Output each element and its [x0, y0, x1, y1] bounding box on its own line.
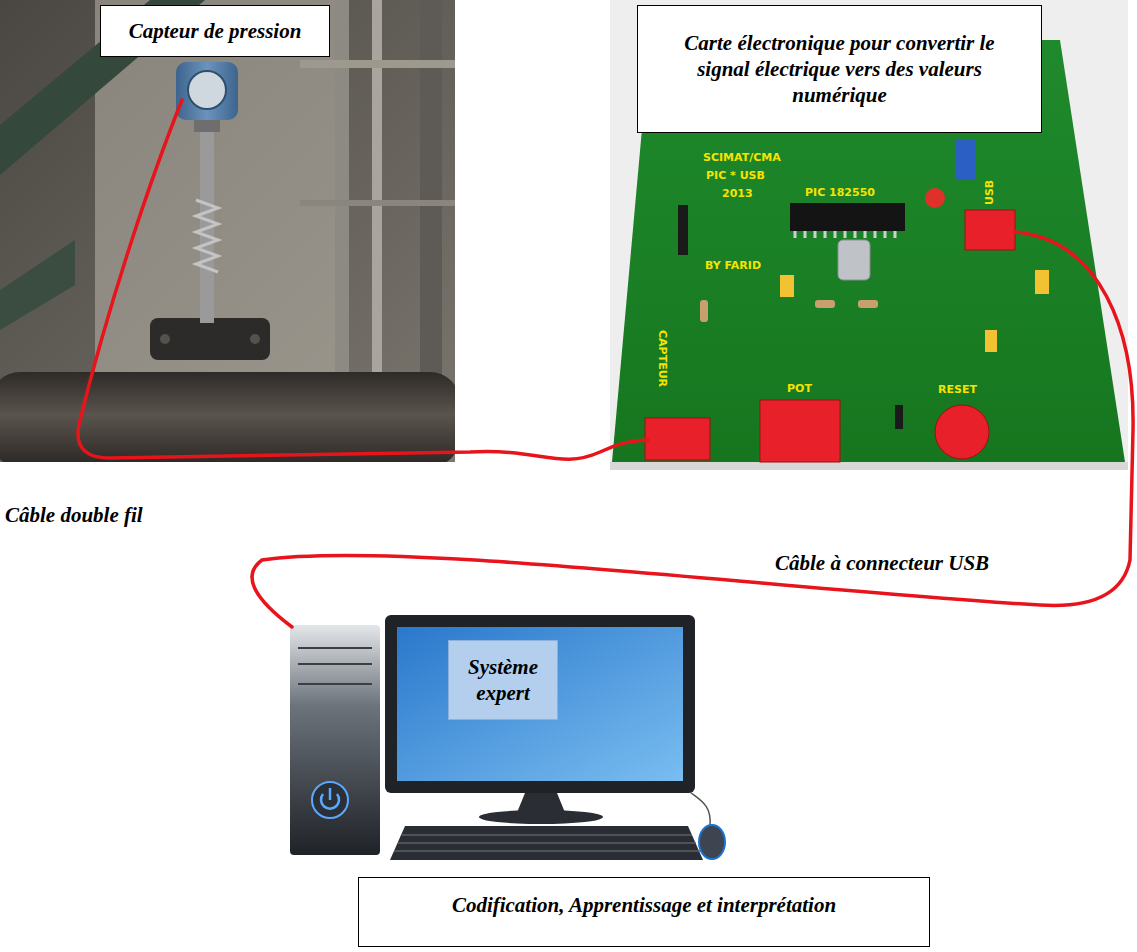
- computer-drawing-part: [385, 615, 695, 793]
- sensor-photo-part: [0, 240, 75, 330]
- computer-drawing-part: [690, 792, 710, 826]
- pcb-render-part: [935, 405, 989, 459]
- cable-wire-part: [78, 100, 648, 459]
- sensor-label-box: Capteur de pression: [100, 5, 330, 57]
- cable-wire: [78, 100, 1133, 627]
- sensor-photo-part: [188, 71, 226, 109]
- pcb-render-part: [1035, 270, 1049, 294]
- screen-panel: Système expert: [448, 640, 558, 720]
- cable-label: Câble double fil: [5, 503, 143, 528]
- board-silkscreen: PIC * USB: [706, 170, 765, 182]
- function-box: Codification, Apprentissage et interprét…: [358, 877, 930, 947]
- computer-drawing-part: [479, 810, 603, 824]
- computer-drawing-part: [397, 627, 683, 781]
- box-text: Codification, Apprentissage et interprét…: [452, 892, 836, 918]
- cable-label: Câble à connecteur USB: [775, 551, 989, 576]
- box-text: Capteur de pression: [129, 18, 302, 44]
- sensor-photo-part: [160, 334, 170, 344]
- computer-drawing-part: [699, 825, 725, 859]
- pcb-render: [610, 0, 1128, 470]
- button-name: RESET: [938, 384, 977, 396]
- pcb-render-part: [760, 400, 840, 462]
- pcb-render-part: [955, 140, 975, 180]
- computer-drawing-part: [321, 788, 339, 809]
- cable-wire-part: [252, 232, 1133, 627]
- pcb-render-part: [838, 240, 870, 280]
- sensor-photo-part: [0, 372, 455, 462]
- board-label-box: Carte électronique pour convertir le sig…: [637, 5, 1042, 133]
- pcb-render-part: [700, 300, 708, 322]
- box-text: Système expert: [453, 654, 553, 707]
- computer-drawing-part: [298, 648, 372, 684]
- chip-name: PIC 182550: [805, 187, 875, 199]
- sensor-photo: [0, 0, 455, 462]
- pcb-render-part: [780, 275, 794, 297]
- pcb-render-part: [858, 300, 878, 308]
- computer-drawing-part: [290, 625, 380, 855]
- sensor-photo-part: [150, 318, 270, 360]
- connector-name: POT: [787, 383, 812, 395]
- sensor-photo-part: [194, 118, 220, 132]
- pcb-render-part: [925, 188, 945, 208]
- pcb-render-part: [610, 462, 1128, 470]
- board-silkscreen: BY FARID: [705, 260, 761, 272]
- box-text: Carte électronique pour convertir le sig…: [683, 30, 996, 109]
- pcb-render-part: [815, 300, 835, 308]
- sensor-photo-part: [196, 200, 218, 272]
- sensor-photo-part: [300, 200, 455, 206]
- pcb-render-part: [610, 0, 1128, 470]
- computer-drawing-part: [394, 835, 700, 851]
- pcb-render-part: [790, 203, 905, 231]
- board-silkscreen: 2013: [722, 188, 753, 200]
- board-silkscreen: SCIMAT/CMA: [703, 152, 781, 164]
- computer-drawing-part: [312, 782, 348, 818]
- pcb-render-part: [965, 210, 1015, 250]
- connector-name: CAPTEUR: [656, 330, 668, 387]
- sensor-photo-part: [300, 60, 455, 68]
- pcb-render-part: [795, 231, 895, 238]
- pcb-render-part: [895, 405, 903, 429]
- sensor-photo-part: [176, 62, 238, 120]
- sensor-photo-part: [250, 334, 260, 344]
- computer-drawing-part: [390, 826, 703, 860]
- pcb-render-part: [678, 205, 688, 255]
- connector-name: USB: [984, 180, 996, 205]
- pcb-render-part: [985, 330, 997, 352]
- pcb-render-part: [645, 418, 710, 460]
- computer-drawing: [290, 615, 725, 860]
